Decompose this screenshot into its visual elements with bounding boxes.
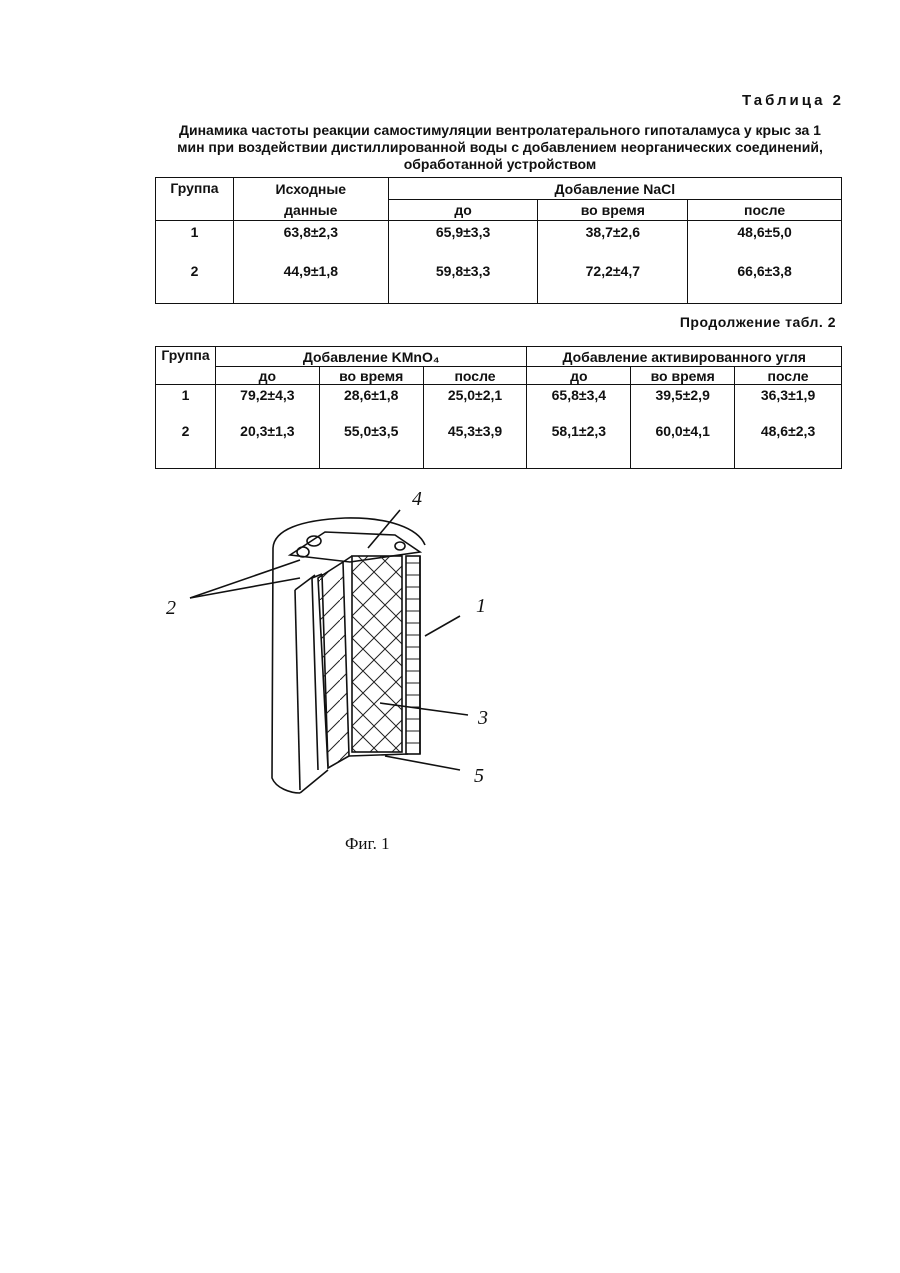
- header-before: до: [527, 367, 631, 385]
- caption-line-3: обработанной устройством: [150, 156, 850, 173]
- outer-shell: [406, 556, 420, 754]
- label-3: 3: [477, 707, 488, 729]
- device-figure: 4 1 3 5 2: [150, 480, 530, 820]
- label-5: 5: [474, 765, 484, 787]
- cell-value: 55,0±3,5: [319, 421, 423, 469]
- cell-before: 59,8±3,3: [388, 259, 538, 304]
- table-row: 2 44,9±1,8 59,8±3,3 72,2±4,7 66,6±3,8: [156, 259, 842, 304]
- header-during: во время: [319, 367, 423, 385]
- cell-value: 45,3±3,9: [423, 421, 527, 469]
- label-4: 4: [412, 488, 422, 510]
- cell-group: 2: [156, 259, 234, 304]
- table-nacl: Группа Исходные Добавление NaCl данные д…: [155, 177, 842, 304]
- cylinder-drawing: [190, 510, 468, 793]
- hole-3: [395, 542, 405, 550]
- cell-initial: 44,9±1,8: [233, 259, 388, 304]
- leader-5: [385, 756, 460, 770]
- table-label: Таблица 2: [600, 92, 844, 109]
- hole-2: [297, 547, 309, 557]
- leader-2a: [190, 560, 300, 598]
- cell-value: 58,1±2,3: [527, 421, 631, 469]
- table-caption: Динамика частоты реакции самостимуляции …: [150, 122, 850, 173]
- header-before: до: [215, 367, 319, 385]
- header-after: после: [735, 367, 842, 385]
- cell-after: 66,6±3,8: [688, 259, 842, 304]
- header-additive-kmno4: Добавление KMnO₄: [215, 347, 526, 367]
- core-filter: [352, 556, 402, 752]
- header-during: во время: [631, 367, 735, 385]
- table-kmno4-carbon: Группа Добавление KMnO₄ Добавление актив…: [155, 346, 842, 469]
- table-row: 1 63,8±2,3 65,9±3,3 38,7±2,6 48,6±5,0: [156, 221, 842, 259]
- caption-line-2: мин при воздействии дистиллированной вод…: [150, 139, 850, 156]
- header-after: после: [423, 367, 527, 385]
- header-additive-nacl: Добавление NaCl: [388, 178, 841, 200]
- cell-group: 2: [156, 421, 216, 469]
- cell-value: 20,3±1,3: [215, 421, 319, 469]
- continuation-label: Продолжение табл. 2: [560, 314, 836, 330]
- cell-value: 48,6±2,3: [735, 421, 842, 469]
- header-before: до: [388, 200, 538, 221]
- outer-left-edge: [272, 548, 300, 793]
- header-after: после: [688, 200, 842, 221]
- cell-value: 36,3±1,9: [735, 385, 842, 421]
- cell-during: 38,7±2,6: [538, 221, 688, 259]
- leader-4: [368, 510, 400, 548]
- cell-value: 39,5±2,9: [631, 385, 735, 421]
- hole-1: [307, 536, 321, 546]
- cell-value: 79,2±4,3: [215, 385, 319, 421]
- leader-1: [425, 616, 460, 636]
- header-during: во время: [538, 200, 688, 221]
- cell-group: 1: [156, 221, 234, 259]
- cell-during: 72,2±4,7: [538, 259, 688, 304]
- label-1: 1: [476, 595, 486, 617]
- cell-initial: 63,8±2,3: [233, 221, 388, 259]
- table-row: 2 20,3±1,3 55,0±3,5 45,3±3,9 58,1±2,3 60…: [156, 421, 842, 469]
- table-row: 1 79,2±4,3 28,6±1,8 25,0±2,1 65,8±3,4 39…: [156, 385, 842, 421]
- cell-before: 65,9±3,3: [388, 221, 538, 259]
- figure-caption: Фиг. 1: [345, 834, 390, 854]
- inner-wall-section: [318, 562, 349, 768]
- cell-value: 28,6±1,8: [319, 385, 423, 421]
- label-2: 2: [166, 597, 176, 619]
- header-group: Группа: [156, 347, 216, 385]
- leader-2b: [190, 578, 300, 598]
- header-group: Группа: [156, 178, 234, 221]
- header-initial-line1: Исходные: [233, 178, 388, 200]
- cell-group: 1: [156, 385, 216, 421]
- cell-value: 60,0±4,1: [631, 421, 735, 469]
- header-additive-carbon: Добавление активированного угля: [527, 347, 842, 367]
- cell-value: 25,0±2,1: [423, 385, 527, 421]
- caption-line-1: Динамика частоты реакции самостимуляции …: [150, 122, 850, 139]
- cell-value: 65,8±3,4: [527, 385, 631, 421]
- cell-after: 48,6±5,0: [688, 221, 842, 259]
- header-initial-line2: данные: [233, 200, 388, 221]
